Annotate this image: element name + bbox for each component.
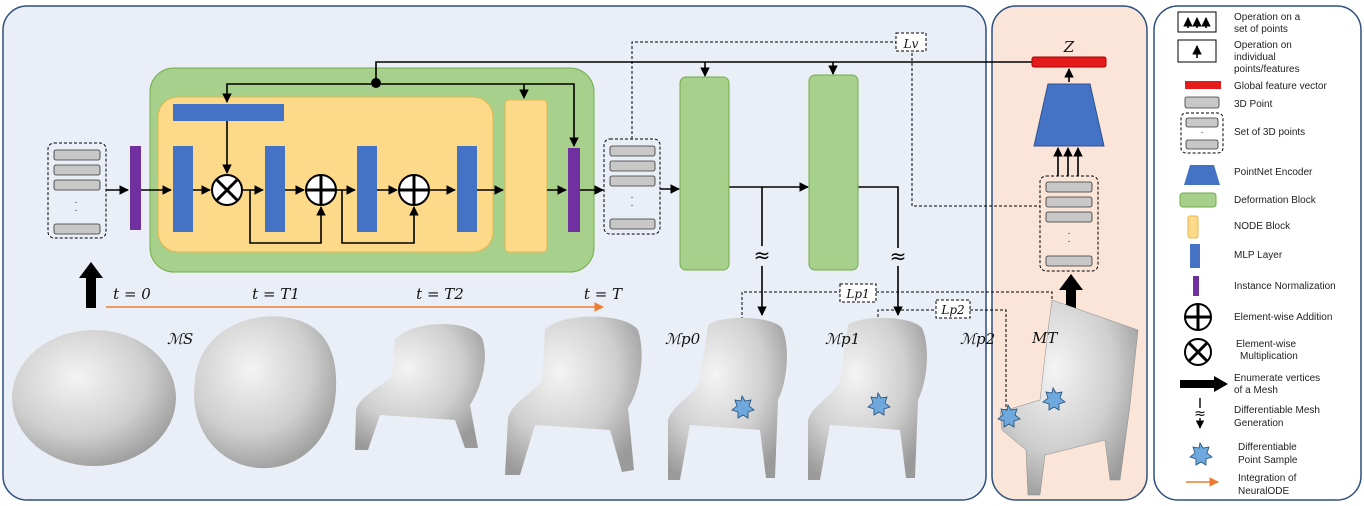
mlp-layer-2 [265,146,285,232]
svg-text:NeuralODE: NeuralODE [1238,486,1289,497]
time-label-0: t = 0 [113,285,151,303]
mlp-layer-1 [173,146,193,232]
point-sample-star-3 [1042,386,1066,411]
legend-label-enumerate: Enumerate vertices [1234,373,1320,384]
legend-label-instance-norm: Instance Normalization [1234,281,1336,292]
mesh-label-target: MT [1031,329,1058,347]
add-operator-2 [398,174,430,206]
loss-lp1-label: Lp1 [845,287,869,301]
deformation-block-2 [679,76,730,271]
intermediate-point-set: · · [603,138,661,235]
legend-text: Operation on a set of points Operation o… [1234,12,1336,497]
legend-label-individual-op: Operation on [1234,40,1292,51]
deformation-block-3 [808,74,859,271]
point-sample-star-4 [997,403,1021,428]
legend-label-global-feature: Global feature vector [1234,81,1327,92]
time-label-T2: t = T2 [416,285,464,303]
svg-text:individual: individual [1234,52,1276,63]
svg-text:Generation: Generation [1234,418,1283,429]
flow-arrows [106,61,1083,316]
loss-lp2-label: Lp2 [940,303,964,317]
svg-text:·: · [630,200,633,211]
svg-text:·: · [630,192,633,203]
point-sample-star-2 [867,391,891,416]
svg-text:·: · [74,197,77,208]
point-sample-star-1 [731,394,755,419]
legend-label-mesh-gen: Differentiable Mesh [1234,405,1320,416]
mesh-label-p1: ℳp1 [825,330,860,348]
legend-label-pointnet: PointNet Encoder [1234,167,1313,178]
mesh-sphere [12,330,176,466]
target-point-set: · · [1039,175,1099,272]
mesh-label-source: ℳS [167,330,193,348]
latent-z-label: Z [1063,38,1075,56]
legend-label-mlp: MLP Layer [1234,250,1283,261]
instance-norm-left [130,146,141,230]
svg-text:set of points: set of points [1234,24,1288,35]
legend-label-3d-point: 3D Point [1234,99,1273,110]
mesh-target-chair [999,299,1139,496]
svg-text:Point Sample: Point Sample [1238,455,1298,466]
instance-norm-right [568,148,580,232]
legend-label-integration: Integration of [1238,473,1297,484]
multiply-operator [211,174,243,206]
svg-text:·: · [1067,236,1070,247]
mesh-chair-4 [808,317,927,480]
mesh-chair-3 [668,317,787,480]
svg-text:≈: ≈ [1194,406,1206,422]
mesh-blob [194,316,337,469]
loss-lp1-box [839,283,877,303]
legend-label-deformation: Deformation Block [1234,195,1317,206]
loss-lv-box [895,32,927,52]
legend-label-node: NODE Block [1234,221,1291,232]
legend: · ≈ [1177,11,1228,487]
add-operator-1 [305,174,337,206]
svg-text:·: · [1200,127,1203,138]
node-block-right [504,99,548,253]
time-label-T: t = T [584,285,623,303]
approx-symbol-2: ≈ [890,244,907,268]
pointnet-encoder [1033,83,1105,147]
svg-text:Multiplication: Multiplication [1240,351,1298,362]
mlp-layer-top [173,104,284,121]
legend-label-set-op: Operation on a [1234,12,1301,23]
mesh-label-p0: ℳp0 [665,330,701,348]
legend-panel [1153,5,1362,501]
svg-text:points/features: points/features [1234,64,1300,75]
enumerate-arrow-right [1059,274,1083,320]
global-feature-vector [1031,56,1107,68]
svg-text:·: · [1067,228,1070,239]
legend-label-point-sample: Differentiable [1238,442,1297,453]
mesh-label-p2: ℳp2 [960,330,995,348]
loss-lp2-box [935,299,971,319]
time-label-T1: t = T1 [252,285,300,303]
enumerate-arrow-left [79,262,103,308]
legend-label-point-set: Set of 3D points [1234,127,1305,138]
junction-dot [371,78,381,88]
svg-text:·: · [74,205,77,216]
mlp-layer-3 [357,146,377,232]
mlp-layer-4 [457,146,477,232]
legend-label-multiplication: Element-wise [1236,339,1296,350]
input-point-set: · · [47,142,107,239]
loss-lv-label: Lv [903,37,919,51]
legend-label-addition: Element-wise Addition [1234,312,1332,323]
svg-text:of a Mesh: of a Mesh [1234,385,1278,396]
mesh-chair-2 [505,316,642,475]
mesh-chair-1 [355,323,485,450]
approx-symbol-1: ≈ [754,243,771,267]
